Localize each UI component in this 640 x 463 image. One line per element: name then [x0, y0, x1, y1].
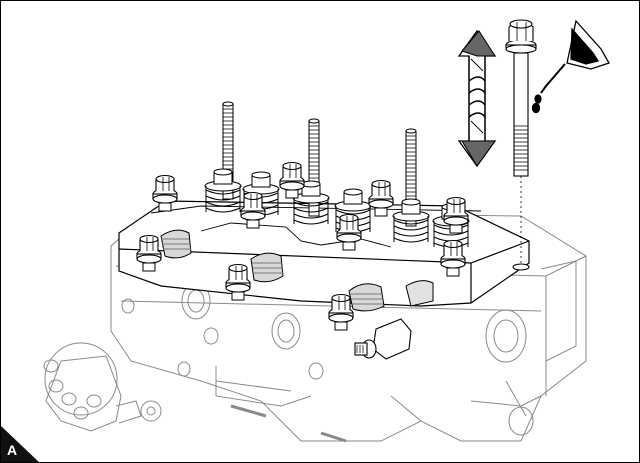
corner-marker: [1, 426, 39, 462]
bolt-icon: [505, 19, 537, 271]
oil-pressure-fitting: [354, 318, 412, 360]
double-arrow-up-down-icon: [457, 29, 497, 168]
injector-ports: [160, 229, 434, 312]
head-bolt-10: [328, 293, 354, 331]
head-bolt-2: [279, 161, 305, 199]
oil-can-icon: [531, 19, 610, 114]
figure-label: A: [7, 442, 18, 458]
